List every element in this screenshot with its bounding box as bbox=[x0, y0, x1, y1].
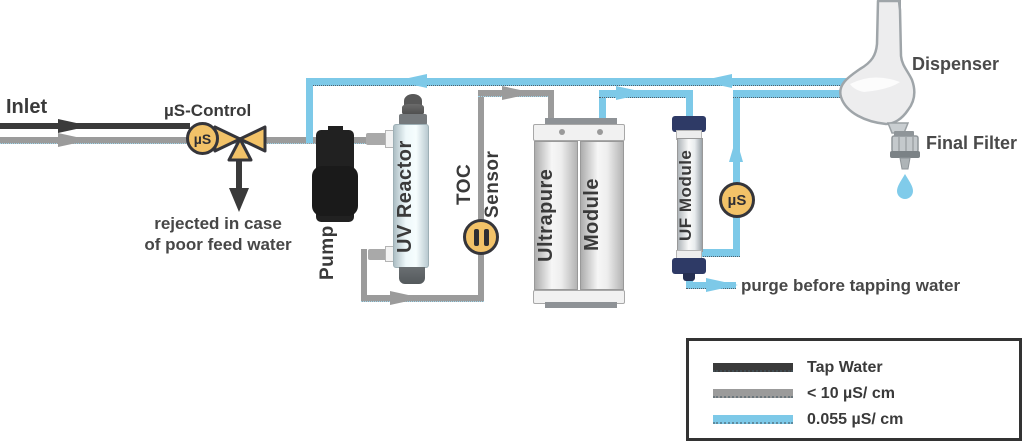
final-filter-nozzle bbox=[899, 157, 911, 170]
legend-row-tap-water: Tap Water bbox=[713, 358, 1019, 377]
water-drop-icon bbox=[897, 174, 913, 199]
us-control-badge-text: µS bbox=[193, 130, 212, 147]
toc-sensor-label-line1: TOC bbox=[454, 163, 475, 205]
pipe-us-riser bbox=[733, 90, 740, 256]
legend-swatch-ultrapure bbox=[713, 415, 793, 424]
pump-label: Pump bbox=[317, 225, 338, 281]
dispenser-graphic bbox=[839, 0, 920, 199]
pipe-uf-outlet bbox=[698, 249, 740, 257]
ultrapure-screw-right bbox=[597, 129, 603, 135]
ultrapure-top-bar bbox=[545, 118, 617, 126]
pipe-to-dispenser bbox=[733, 90, 850, 98]
legend-label-ultrapure: 0.055 µS/ cm bbox=[807, 410, 904, 428]
pipe-toc-riser bbox=[478, 90, 484, 301]
toc-sensor-label-line2: Sensor bbox=[482, 150, 503, 218]
ultrapure-cylinder-right bbox=[580, 141, 624, 290]
pipe-recirculation-top bbox=[306, 78, 858, 86]
arrow-reject-down bbox=[229, 188, 249, 212]
arrow-recirc-left-2 bbox=[700, 74, 732, 88]
legend-swatch-feed-water bbox=[713, 389, 793, 398]
uv-bottom-cap bbox=[399, 267, 425, 284]
ultrapure-top-cap bbox=[533, 124, 625, 141]
dispenser-label: Dispenser bbox=[912, 54, 1000, 74]
uv-reactor-label: UV Reactor bbox=[394, 140, 416, 254]
legend-box: Tap Water < 10 µS/ cm 0.055 µS/ cm bbox=[686, 338, 1022, 441]
us-control-label: µS-Control bbox=[164, 101, 252, 120]
ultrapure-cylinder-left bbox=[534, 141, 578, 290]
uf-top-cap bbox=[672, 116, 706, 132]
inlet-label: Inlet bbox=[6, 96, 48, 118]
final-filter-band bbox=[890, 151, 920, 158]
pipe-tap-water-inlet bbox=[0, 123, 190, 129]
pipe-uv-out-horizontal bbox=[361, 295, 484, 302]
arrow-us-up bbox=[729, 138, 743, 162]
us-control-sensor-badge: µS bbox=[186, 122, 219, 155]
pipe-recirc-down-left bbox=[306, 78, 313, 143]
pipe-into-uf bbox=[686, 90, 693, 124]
arrow-tap-water-right bbox=[58, 119, 90, 133]
rejected-note-line2: of poor feed water bbox=[144, 235, 292, 254]
pipe-into-ultrapure bbox=[548, 90, 554, 134]
rejected-note-line1: rejected in case bbox=[154, 214, 282, 233]
pipe-ultrapure-up bbox=[599, 90, 606, 134]
three-way-valve-icon bbox=[213, 125, 267, 162]
uf-body bbox=[677, 138, 703, 252]
ultrapure-label-line2: Module bbox=[581, 178, 603, 252]
toc-pause-icon bbox=[473, 228, 489, 246]
uv-top-collar bbox=[399, 114, 427, 125]
legend-swatch-tap-water bbox=[713, 363, 793, 372]
arrow-to-ultrapure-right bbox=[502, 86, 534, 100]
ultrapure-label-line1: Ultrapure bbox=[535, 168, 557, 262]
uv-outlet-fitting bbox=[368, 249, 388, 260]
arrow-feed-water-right bbox=[58, 133, 90, 147]
pump-bulge bbox=[312, 166, 358, 216]
dispenser-faucet-body bbox=[839, 0, 916, 126]
uf-bottom-cap bbox=[672, 258, 706, 274]
legend-label-tap-water: Tap Water bbox=[807, 358, 883, 376]
ultrapure-screw-left bbox=[559, 129, 565, 135]
dispenser-highlight bbox=[850, 77, 900, 92]
arrow-to-uf-right bbox=[616, 86, 648, 100]
uf-module-label: UF Module bbox=[676, 149, 695, 241]
legend-row-ultrapure: 0.055 µS/ cm bbox=[713, 410, 1019, 429]
pipe-reject-drain bbox=[236, 158, 242, 192]
pipe-uv-out-vertical bbox=[361, 249, 367, 301]
uf-bottom-nub bbox=[683, 273, 695, 281]
legend-row-feed-water: < 10 µS/ cm bbox=[713, 384, 1019, 403]
arrow-recirc-left-1 bbox=[395, 74, 427, 88]
arrow-purge-right bbox=[706, 278, 738, 292]
final-filter-flange bbox=[894, 131, 914, 136]
uf-us-badge-text: µS bbox=[727, 191, 747, 209]
legend-label-feed-water: < 10 µS/ cm bbox=[807, 384, 895, 402]
purge-label: purge before tapping water bbox=[741, 276, 961, 295]
uv-inlet-fitting bbox=[366, 133, 388, 145]
final-filter-label: Final Filter bbox=[926, 133, 1018, 153]
arrow-uv-loop-right bbox=[390, 291, 422, 305]
uf-us-sensor-badge: µS bbox=[719, 182, 755, 218]
ultrapure-bottom-bar bbox=[545, 302, 617, 308]
toc-sensor-badge bbox=[463, 219, 499, 255]
uv-lamp-neck bbox=[402, 104, 424, 116]
rejected-note: rejected in case of poor feed water bbox=[126, 213, 310, 255]
